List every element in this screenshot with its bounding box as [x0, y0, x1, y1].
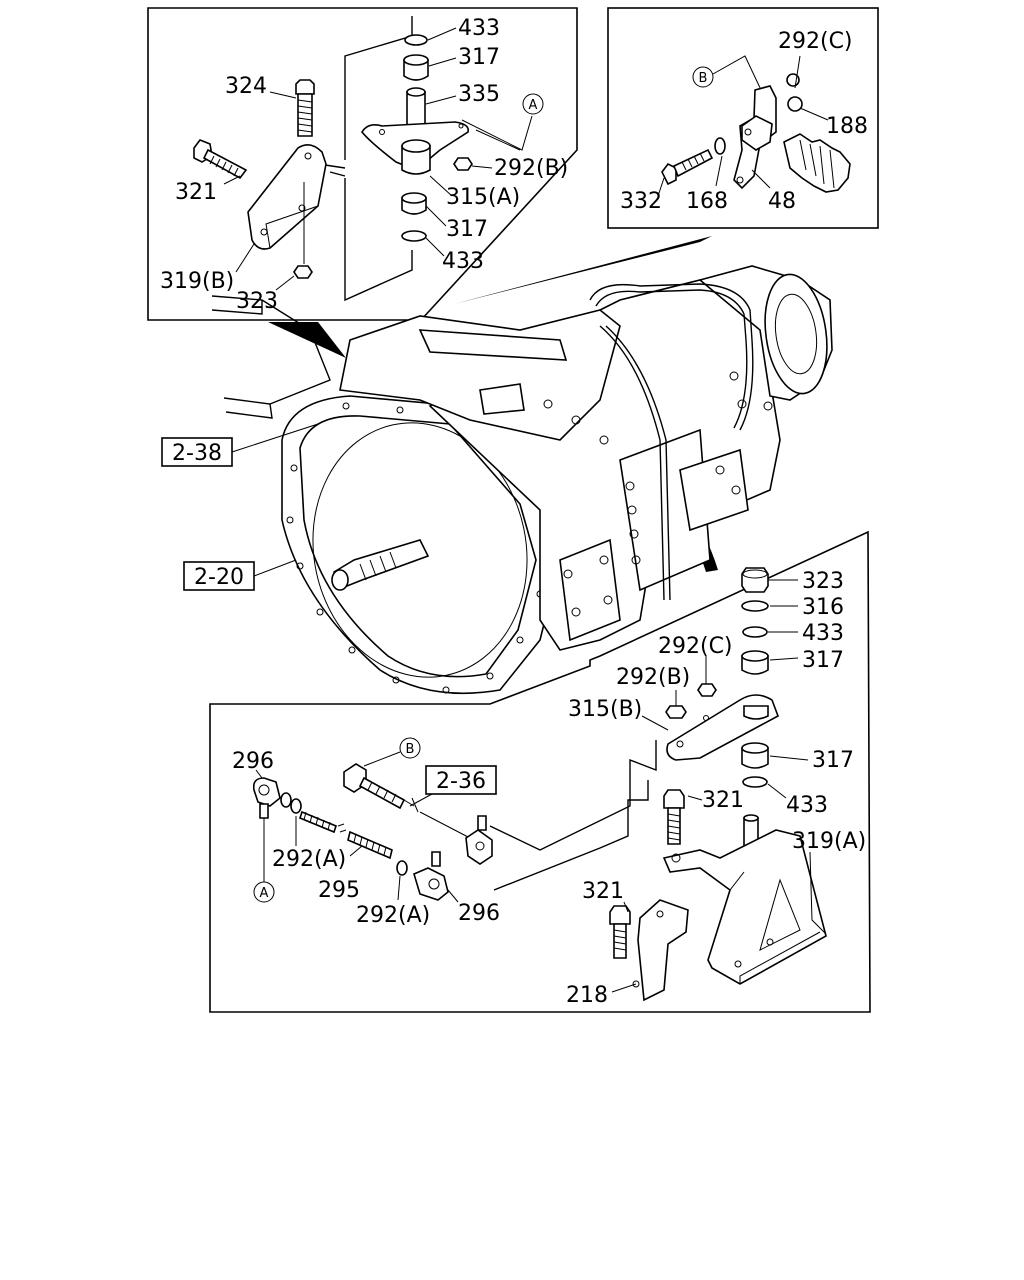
nut-292b-top [453, 157, 473, 171]
callout-317-mid: 317 [446, 217, 488, 242]
callout-317-r1: 317 [802, 648, 844, 673]
bolt-321-b1 [663, 789, 685, 845]
bushing-317-top [403, 54, 429, 81]
nut-292c-bottom [697, 683, 717, 697]
bolt-324 [295, 79, 315, 137]
cable-end [783, 133, 851, 193]
callout-316: 316 [802, 595, 844, 620]
bolt-321-top [193, 139, 248, 180]
callout-433-r2: 433 [786, 793, 828, 818]
callout-292c-tr: 292(C) [778, 29, 853, 54]
bracket-48 [733, 85, 777, 190]
case-bolts [543, 371, 773, 617]
callout-335: 335 [458, 82, 500, 107]
transmission-assembly: 2-38 2-20 [161, 236, 833, 695]
callout-292b-top: 292(B) [494, 156, 568, 181]
ref-2-38-label: 2-38 [172, 441, 222, 466]
marker-a-top-label: A [529, 98, 538, 113]
callout-296-right: 296 [458, 901, 500, 926]
callout-317-r2: 317 [812, 748, 854, 773]
callout-433-r1: 433 [802, 621, 844, 646]
ref-2-36: 2-36 [425, 765, 497, 795]
callout-295: 295 [318, 878, 360, 903]
callout-296-left: 296 [232, 749, 274, 774]
bushing-317-r1 [741, 650, 769, 675]
rod-end-296-right [413, 851, 449, 901]
pointer-wedge-left [268, 322, 346, 358]
bushing-317-mid [401, 192, 427, 215]
ref-2-36-label: 2-36 [436, 769, 486, 794]
callout-433-mid: 433 [442, 249, 484, 274]
callout-188: 188 [826, 114, 868, 139]
marker-b-bottom-label: B [406, 742, 415, 757]
callout-323-right: 323 [802, 569, 844, 594]
input-shaft [331, 539, 430, 591]
inset-top-right: B 292(C) 188 168 [607, 7, 879, 229]
callout-319a: 319(A) [792, 829, 866, 854]
callout-321-b2: 321 [582, 879, 624, 904]
bolt-321-b2 [609, 905, 631, 959]
nut-323-top [293, 265, 313, 279]
pointer-wedge-top [454, 236, 712, 304]
o-ring-433-r2 [742, 776, 768, 788]
inset-top-left: A 433 317 335 292(B) 315(A) 317 433 324 … [147, 7, 578, 321]
callout-323-top: 323 [236, 289, 278, 314]
bell-housing-bolts [286, 402, 544, 694]
marker-b-top-label: B [699, 71, 708, 86]
washer-168 [714, 137, 726, 155]
ref-2-38: 2-38 [161, 437, 233, 467]
lever-315b [666, 694, 779, 761]
bushing-317-r2 [741, 742, 769, 769]
o-ring-433-r1 [742, 626, 768, 638]
marker-a-bottom: A [253, 881, 275, 903]
callout-317-top: 317 [458, 45, 500, 70]
nut-292b-bottom [665, 705, 687, 719]
o-ring-433-mid [401, 230, 427, 242]
marker-b-bottom: B [399, 737, 421, 759]
nut-323-bottom [741, 567, 769, 593]
callout-48: 48 [768, 189, 796, 214]
callout-321-top: 321 [175, 180, 217, 205]
callout-292c-bottom: 292(C) [658, 634, 733, 659]
bolt-332 [661, 148, 714, 186]
washer-316 [741, 600, 769, 612]
ref-2-20: 2-20 [183, 561, 255, 591]
cable-2-36 [343, 763, 493, 865]
washer-292a-left2 [290, 798, 302, 814]
lever-315a [361, 121, 470, 175]
callout-292a-left: 292(A) [272, 847, 346, 872]
inset-bottom: B A 2-36 323 316 [209, 530, 871, 1013]
marker-b-top: B [692, 66, 714, 88]
rod-295 [299, 810, 393, 860]
callout-319b: 319(B) [160, 269, 234, 294]
callout-315a: 315(A) [446, 185, 520, 210]
o-ring-433-top [404, 34, 428, 46]
callout-292b-bottom: 292(B) [616, 665, 690, 690]
washer-188 [787, 96, 803, 112]
callout-218: 218 [566, 983, 608, 1008]
callout-324: 324 [225, 74, 267, 99]
bracket-319a [662, 829, 827, 985]
callout-321-b1: 321 [702, 788, 744, 813]
nut-292a-left [280, 792, 292, 808]
marker-a-bottom-label: A [260, 886, 269, 901]
marker-a-top: A [522, 93, 544, 115]
ref-2-20-label: 2-20 [194, 565, 244, 590]
callout-433-top: 433 [458, 16, 500, 41]
bracket-319b [247, 144, 327, 250]
callout-332: 332 [620, 189, 662, 214]
callout-168: 168 [686, 189, 728, 214]
bracket-218 [632, 899, 689, 1002]
callout-315b: 315(B) [568, 697, 642, 722]
nut-292a-right [396, 860, 408, 876]
callout-292a-right: 292(A) [356, 903, 430, 928]
rod-end-296-left [252, 777, 281, 819]
